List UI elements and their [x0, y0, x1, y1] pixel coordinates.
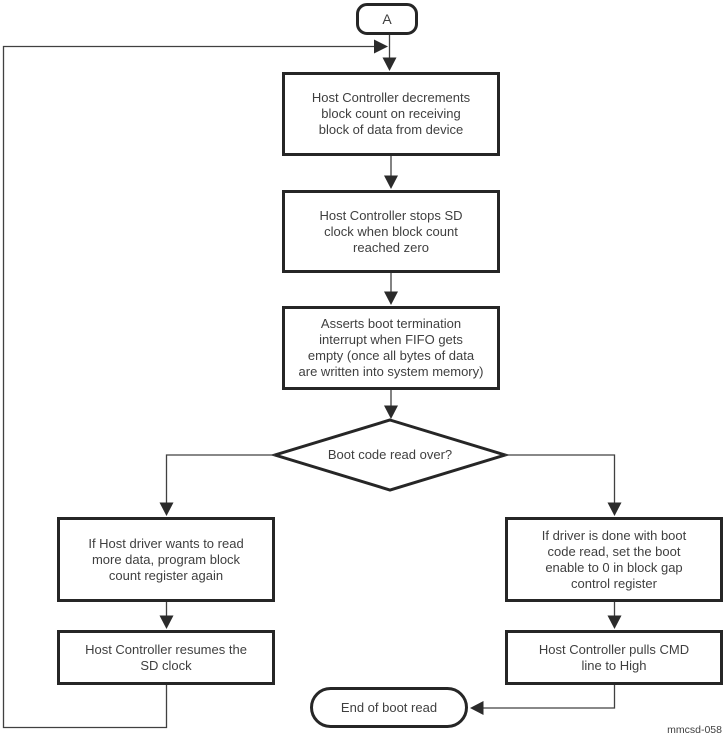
- edge-decision-to-program: [165, 454, 275, 503]
- node-label: Boot code read over?: [327, 447, 453, 462]
- terminal-end-of-boot-read: End of boot read: [310, 687, 468, 728]
- terminal-a-label: A: [382, 11, 392, 27]
- node-label: Host Controller stops SD clock when bloc…: [319, 207, 463, 255]
- arrowhead-into-decrement-icon: [382, 57, 397, 71]
- edge-decision-to-disable: [505, 454, 616, 503]
- process-stop-sd-clock: Host Controller stops SD clock when bloc…: [282, 190, 500, 273]
- process-pull-cmd-high: Host Controller pulls CMD line to High: [505, 630, 723, 685]
- arrowhead-into-disable-icon: [607, 502, 622, 516]
- arrowhead-into-stop-icon: [384, 175, 398, 189]
- arrowhead-into-resume-icon: [159, 615, 174, 629]
- decision-diamond-shape: [269, 418, 511, 492]
- arrowhead-into-program-icon: [159, 502, 174, 516]
- arrowhead-into-decision-icon: [384, 405, 398, 419]
- node-label: Asserts boot termination interrupt when …: [298, 316, 484, 379]
- node-label: Host Controller resumes the SD clock: [85, 641, 247, 673]
- node-label: Host Controller decrements block count o…: [311, 90, 471, 137]
- process-resume-sd-clock: Host Controller resumes the SD clock: [57, 630, 275, 685]
- process-program-block-count-again: If Host driver wants to read more data, …: [57, 517, 275, 602]
- node-label: End of boot read: [340, 699, 438, 715]
- terminal-a: A: [356, 3, 418, 35]
- node-label: Host Controller pulls CMD line to High: [538, 641, 690, 673]
- process-boot-termination-interrupt: Asserts boot termination interrupt when …: [282, 306, 500, 390]
- arrowhead-loop-right-icon: [374, 39, 388, 54]
- arrowhead-into-end-icon: [470, 701, 484, 715]
- process-set-boot-enable-zero: If driver is done with boot code read, s…: [505, 517, 723, 602]
- edge-loop-back: [2, 45, 374, 729]
- node-label: If driver is done with boot code read, s…: [541, 527, 687, 591]
- node-label: If Host driver wants to read more data, …: [88, 535, 244, 583]
- edge-pull-to-end: [483, 685, 616, 709]
- arrowhead-into-pull-icon: [607, 615, 622, 629]
- process-decrement-block-count: Host Controller decrements block count o…: [282, 72, 500, 156]
- figure-id-label: mmcsd-058: [667, 724, 722, 736]
- arrowhead-into-assert-icon: [384, 291, 398, 305]
- decision-boot-code-read-over: Boot code read over?: [275, 441, 505, 469]
